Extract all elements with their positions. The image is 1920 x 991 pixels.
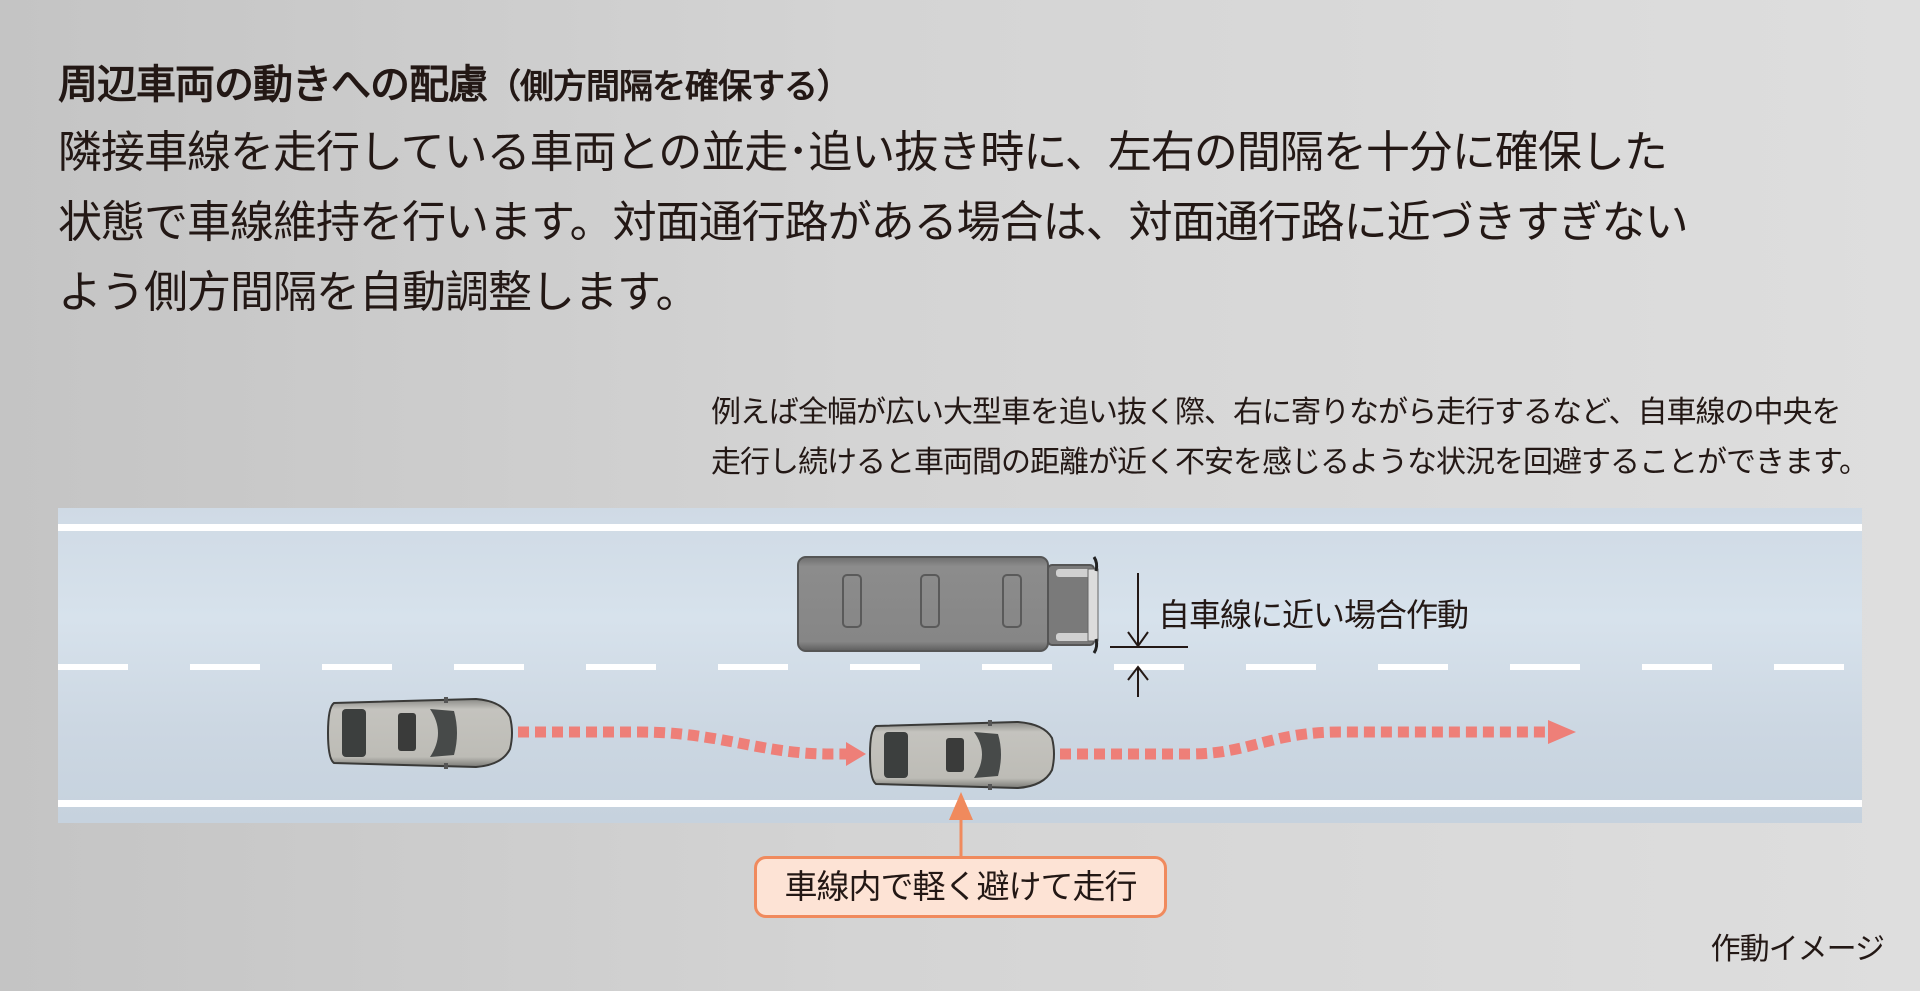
- car-icon: [868, 720, 1055, 790]
- description-line: 状態で車線維持を行います。対面通行路がある場合は、対面通行路に近づきすぎない: [58, 197, 1689, 248]
- top-lane-edge-line: [58, 524, 1862, 531]
- description-line: 隣接車線を走行している車両との並走･追い抜き時に、左右の間隔を十分に確保した: [58, 127, 1668, 178]
- note-line: 走行し続けると車両間の距離が近く不安を感じるような状況を回避することができます。: [711, 445, 1869, 480]
- example-note: 例えば全幅が広い大型車を追い抜く際、右に寄りながら走行するなど、自車線の中央を …: [711, 388, 1869, 488]
- page-title: 周辺車両の動きへの配慮（側方間隔を確保する）: [58, 52, 851, 110]
- car-icon: [326, 697, 513, 769]
- description-paragraph: 隣接車線を走行している車両との並走･追い抜き時に、左右の間隔を十分に確保した 状…: [58, 118, 1888, 328]
- title-main: 周辺車両の動きへの配慮: [58, 62, 488, 108]
- callout-arrow: [949, 792, 973, 856]
- image-caption: 作動イメージ: [1710, 932, 1885, 967]
- note-line: 例えば全幅が広い大型車を追い抜く際、右に寄りながら走行するなど、自車線の中央を: [711, 395, 1842, 430]
- description-line: よう側方間隔を自動調整します。: [58, 267, 700, 318]
- truck-proximity-label: 自車線に近い場合作動: [1158, 596, 1469, 634]
- avoidance-callout: 車線内で軽く避けて走行: [754, 856, 1167, 918]
- path-arrow-1: [518, 726, 866, 766]
- truck-icon: [797, 556, 1099, 654]
- path-arrow-2: [1060, 720, 1576, 760]
- lateral-distance-marker: [1110, 573, 1188, 697]
- title-sub: （側方間隔を確保する）: [487, 67, 851, 107]
